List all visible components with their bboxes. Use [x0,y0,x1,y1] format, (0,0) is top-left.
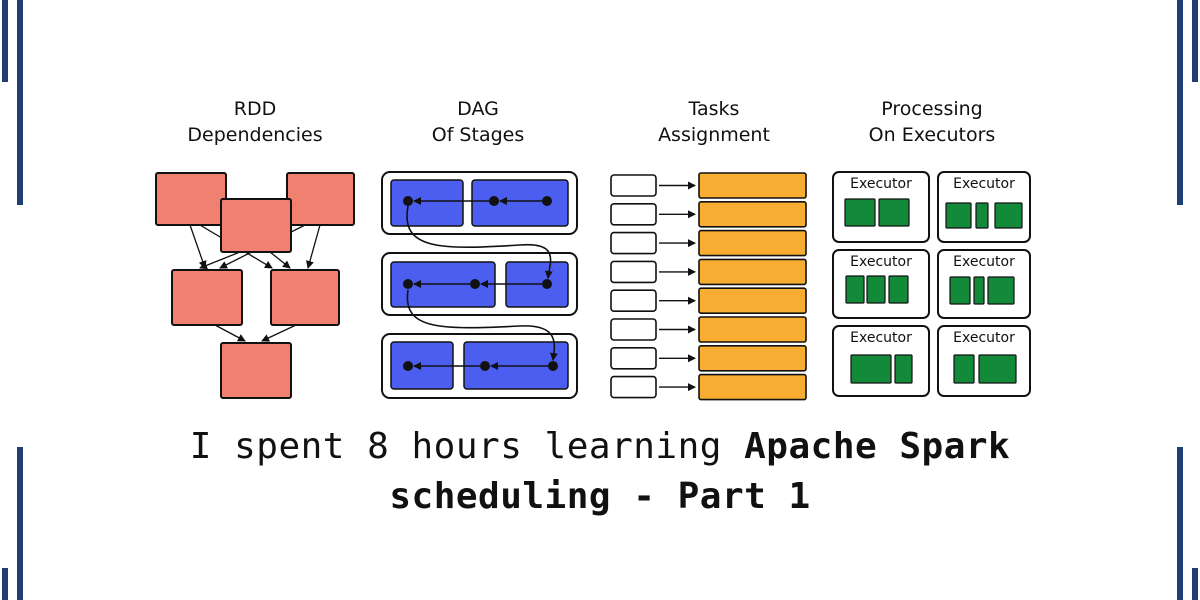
task-slot-3 [610,260,657,284]
left-top-bar [2,0,8,82]
executor-1-core-2 [994,202,1023,229]
stage-0-node-0 [403,196,413,206]
stage-0-rdd-box-0 [390,179,464,227]
label-tasks-line1: Tasks [688,98,740,120]
rdd-edge-3 [306,224,321,269]
rdd-node-2 [220,198,292,253]
label-tasks-line2: Assignment [658,124,770,146]
left-bottom-bar [17,447,23,600]
executor-3-core-0 [949,276,971,305]
executor-0-core-0 [844,198,876,227]
task-slot-7 [610,375,657,399]
task-block-5 [698,316,807,343]
task-block-6 [698,344,807,372]
label-dag-of-stages: DAG Of Stages [378,96,578,148]
rdd-node-5 [220,342,292,399]
label-processing-on-executors: Processing On Executors [832,96,1032,148]
tasks-assignment-graph [610,172,807,401]
headline-line-1: I spent 8 hours learning Apache Spark [0,426,1200,467]
executor-label-5: Executor [953,330,1015,346]
rdd-node-4 [270,269,340,326]
label-processing-line1: Processing [881,98,983,120]
executor-label-3: Executor [953,254,1015,270]
executor-5-core-0 [953,354,975,384]
task-block-3 [698,258,807,286]
label-rdd-line2: Dependencies [187,124,323,146]
rdd-node-0 [155,172,227,226]
task-slot-5 [610,318,657,341]
label-rdd-dependencies: RDD Dependencies [155,96,355,148]
stage-2-node-2 [548,361,558,371]
stage-0-rdd-box-1 [471,179,569,227]
dag-link-stage2-stage3 [406,289,558,361]
right-top-bar [1192,0,1198,82]
stage-2-node-0 [403,361,413,371]
executor-3-core-1 [973,276,985,305]
headline-part1: I spent 8 hours learning [189,426,745,467]
dag-link-stage1-stage2 [406,205,553,279]
label-tasks-assignment: Tasks Assignment [614,96,814,148]
headline-bold-apache-spark: Apache Spark [744,426,1011,467]
executor-3-core-2 [987,276,1015,305]
label-rdd-line1: RDD [233,98,277,120]
stage-0-node-2 [542,196,552,206]
task-slot-6 [610,346,657,370]
executor-2-core-2 [888,275,909,304]
rdd-node-3 [171,269,243,326]
rdd-edge-0 [189,224,207,269]
rdd-edge-4 [199,251,241,270]
stage-1-node-0 [403,279,413,289]
left-mid-bar [17,0,23,205]
left-bottom-corner-bar [2,568,8,600]
executor-4-core-0 [850,354,892,384]
dag-of-stages-graph [381,171,578,399]
label-dag-line2: Of Stages [431,124,525,146]
stage-1-node-1 [470,279,480,289]
rdd-edge-6 [214,324,246,342]
task-slot-0 [610,174,657,197]
executor-label-4: Executor [850,330,912,346]
headline-line-2: scheduling - Part 1 [0,476,1200,517]
task-slot-2 [610,231,657,255]
executor-label-2: Executor [850,254,912,270]
rdd-edge-7 [261,324,297,342]
executor-4-core-1 [894,354,913,384]
task-block-0 [698,172,807,199]
task-block-1 [698,201,807,228]
rdd-edge-5 [269,251,291,269]
right-mid-bar [1177,0,1183,205]
executor-1-core-1 [975,202,989,229]
task-block-2 [698,229,807,257]
label-dag-line1: DAG [457,98,499,120]
task-slot-4 [610,289,657,313]
rdd-dependencies-graph [155,172,355,399]
executor-label-0: Executor [850,176,912,192]
headline-bold-scheduling-part1: scheduling - Part 1 [389,476,811,517]
executor-2-core-0 [845,275,865,304]
executor-label-1: Executor [953,176,1015,192]
executor-0-core-1 [878,198,910,227]
stage-2-node-1 [480,361,490,371]
right-bottom-bar [1177,447,1183,600]
stage-0-node-1 [489,196,499,206]
label-processing-line2: On Executors [868,124,996,146]
task-block-7 [698,373,807,401]
task-block-4 [698,287,807,315]
right-bottom-corner-bar [1192,568,1198,600]
executor-1-core-0 [945,202,972,229]
executor-5-core-1 [978,354,1017,384]
executor-2-core-1 [866,275,886,304]
task-slot-1 [610,203,657,226]
stage-1-node-2 [542,279,552,289]
rdd-node-1 [286,172,355,226]
